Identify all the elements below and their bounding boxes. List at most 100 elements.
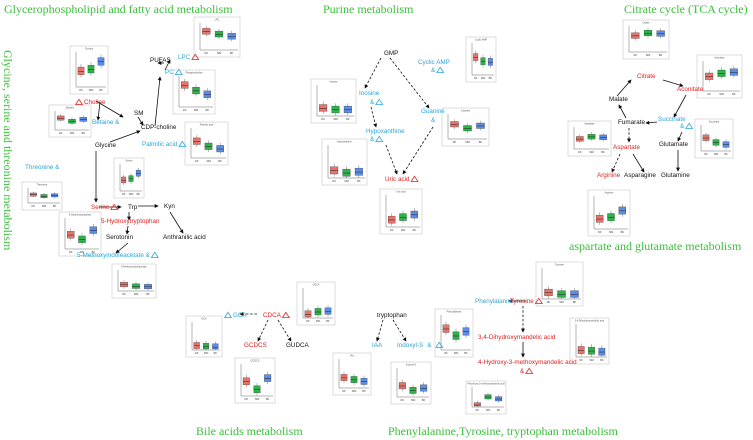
box-SIM (557, 290, 566, 298)
box-BK (264, 374, 272, 382)
metabolite-label: Glutamine (661, 172, 690, 179)
metabolite-node-uric: Uric acid (385, 175, 419, 183)
metabolite-node-arginine: Arginine (597, 172, 621, 179)
metabolite-label: Hypoxanthine (366, 128, 405, 135)
group-tick-label: DK (598, 230, 602, 234)
pathway-arrow (115, 242, 129, 254)
metabolite-node-pc: PC (165, 68, 183, 76)
metabolite-label: & (431, 117, 436, 124)
group-tick-label: SIM (465, 140, 470, 144)
metabolite-node-malate: Malate (609, 96, 628, 103)
metabolite-label: IAA (372, 342, 383, 349)
box-BK (89, 226, 97, 234)
pathway-arrow (95, 100, 124, 118)
metabolite-node-aspartate_n: Aspartate (613, 144, 640, 151)
group-tick-label: SIM (714, 152, 719, 156)
group-tick-label: SIM (646, 53, 651, 57)
group-tick-label: SIM (589, 358, 594, 362)
group-tick-label: DK (704, 152, 708, 156)
group-tick-label: BK (479, 140, 483, 144)
group-tick-label: BK (230, 51, 234, 55)
metabolite-label: Choline (84, 99, 106, 106)
metabolite-node-tryptophan: tryptophan (377, 312, 407, 319)
titles-layer: Glycerophospholipid and fatty acid metab… (4, 2, 748, 438)
group-tick-label: DK (444, 351, 448, 355)
metabolite-label: tryptophan (377, 312, 407, 319)
box-BK (410, 210, 418, 219)
group-tick-label: SIM (70, 131, 75, 135)
box-BK (97, 57, 105, 66)
metabolite-label: Serotonin (106, 234, 133, 241)
box-DK (181, 81, 189, 89)
group-tick-label: SIM (719, 92, 724, 96)
pathway-arrow (402, 126, 434, 175)
box-BK (227, 33, 236, 40)
metabolite-node-cdp: CDP-choline (141, 124, 177, 131)
group-tick-label: SIM (217, 51, 222, 55)
box-SIM (712, 139, 720, 146)
group-tick-label: BK (357, 179, 361, 183)
metabolite-node-glutamine: Glutamine (661, 172, 690, 179)
box-SIM (409, 386, 417, 394)
box-SIM (452, 331, 460, 340)
box-DK (304, 310, 312, 318)
group-tick-label: BK (422, 398, 426, 402)
panel-title: Hypoxanthine (337, 141, 352, 144)
box-SIM (607, 213, 615, 221)
change-triangle-icon (191, 53, 200, 60)
box-DK (319, 104, 328, 112)
panel-frame (622, 19, 670, 60)
metabolite-node-phenylalanine: Phenylalanine (475, 298, 515, 305)
metabolite-node-pufas: PUFAS (150, 57, 171, 64)
box-BK (618, 206, 626, 215)
change-triangle-icon (281, 311, 290, 318)
panel-frame (332, 352, 372, 396)
pathway-arrow (645, 120, 658, 125)
box-SIM (214, 30, 224, 38)
change-triangle-icon (375, 135, 384, 142)
metabolite-label: Aconitate (677, 86, 704, 93)
box-DK (202, 28, 211, 35)
box-BK (324, 307, 332, 315)
metabolite-label: Citrate (637, 73, 656, 80)
metabolite-node-guanine: Guanine (421, 108, 445, 115)
group-tick-label: DK (59, 131, 63, 135)
group-tick-label: SIM (401, 228, 406, 232)
panel-title: Uric acid (396, 191, 406, 194)
metabolite-node-kyn: Kyn (164, 203, 175, 210)
group-tick-label: DK (79, 88, 83, 92)
box-SIM (342, 168, 351, 177)
group-tick-label: SIM (204, 351, 209, 355)
metabolite-node-serotonin: Serotonin (106, 234, 133, 241)
change-triangle-icon (685, 122, 694, 129)
box-SIM (202, 343, 210, 350)
group-tick-label: SIM (129, 192, 134, 196)
change-triangle-icon (110, 203, 119, 210)
metabolite-node-hypox2: & (370, 135, 384, 143)
metabolite-node-dhma: 3,4-Dihydroxymandelic acid (478, 334, 556, 341)
panel-frame (296, 281, 336, 326)
change-triangle-icon (534, 297, 543, 304)
box-BK (420, 384, 428, 392)
group-tick-label: DK (474, 76, 478, 80)
section-title-bile: Bile acids metabolism (196, 424, 303, 438)
metabolite-label: Succinate (658, 116, 686, 123)
change-triangle-icon (150, 251, 159, 258)
pathway-arrow (632, 153, 645, 173)
metabolite-label: Inosine (359, 90, 380, 97)
metabolite-node-betaine: Betaine & (92, 119, 120, 126)
panel-title: Succinate (709, 121, 720, 124)
metabolite-label: PUFAS (150, 57, 171, 64)
box-DK (702, 134, 710, 141)
group-tick-label: BK (621, 230, 625, 234)
box-SIM (643, 30, 653, 37)
metabolite-node-palmitic: Palmitic acid (142, 140, 187, 148)
